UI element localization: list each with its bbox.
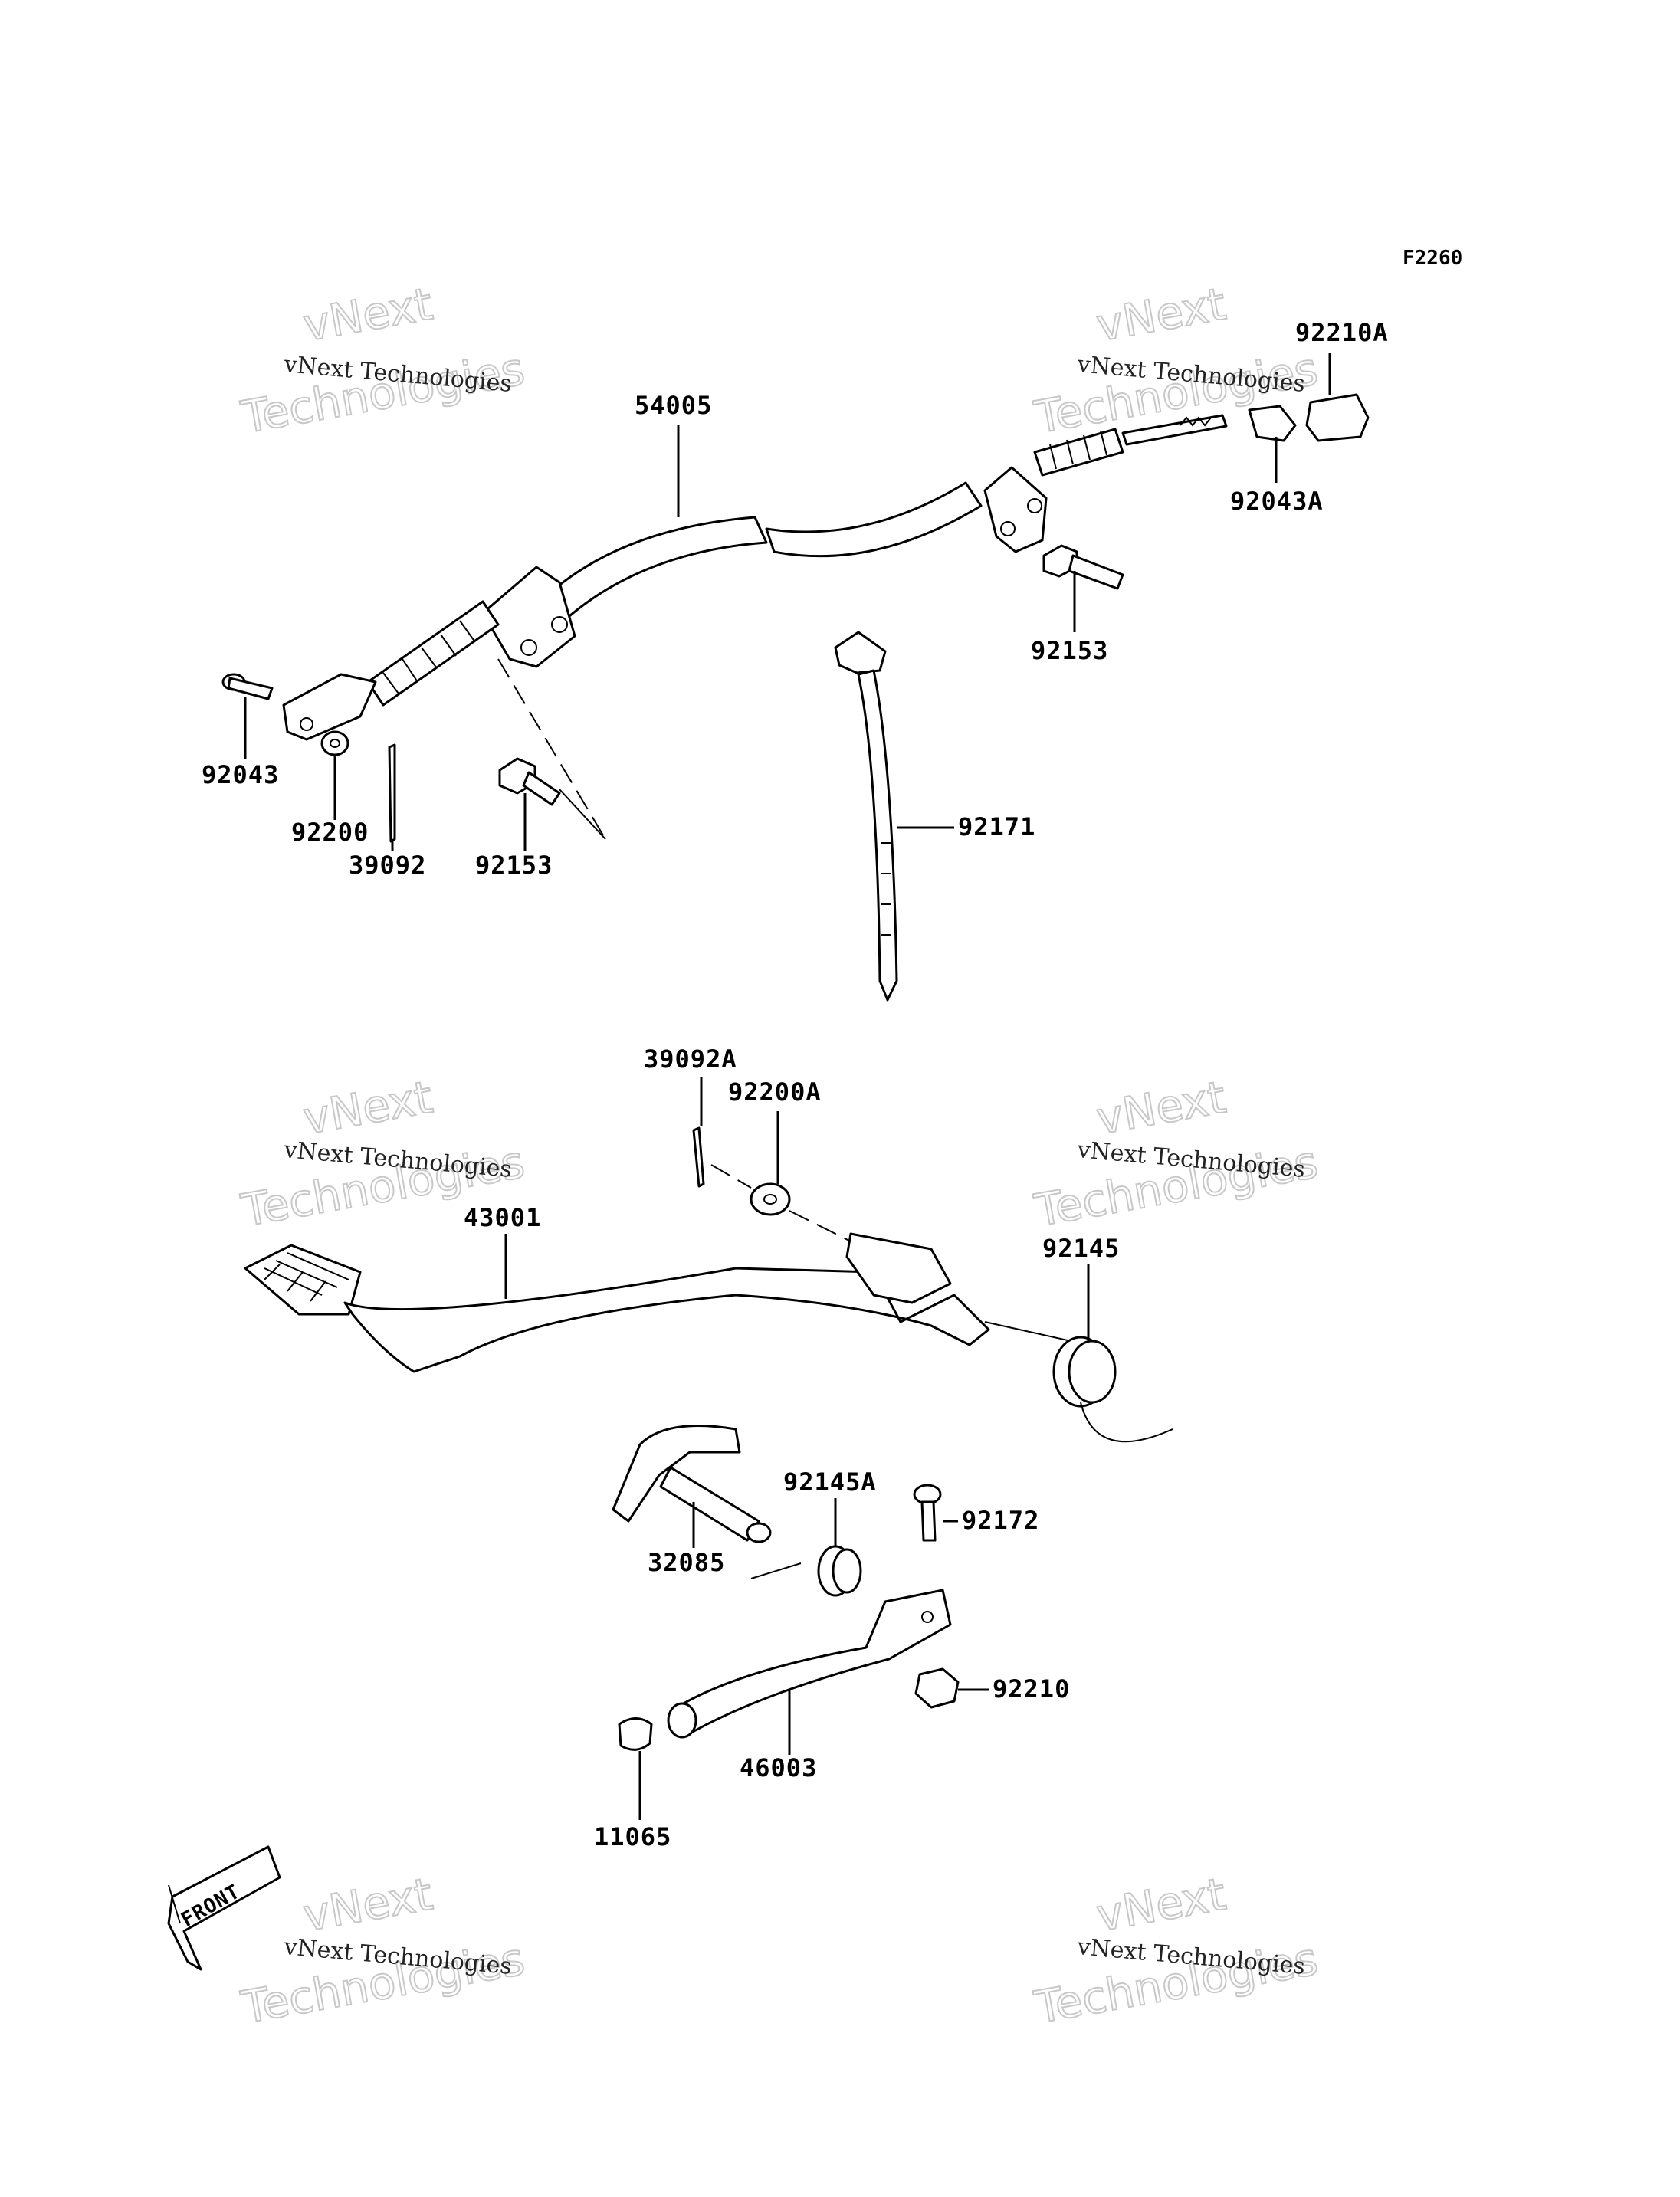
washer-92200A	[750, 1182, 791, 1216]
pin-92043	[221, 673, 274, 700]
label-39092: 39092	[349, 851, 426, 880]
label-32085: 32085	[648, 1548, 725, 1577]
label-92200: 92200	[291, 818, 369, 847]
label-39092A: 39092A	[644, 1044, 737, 1074]
watermark-vnext: vNext	[1093, 1071, 1230, 1144]
label-92043A: 92043A	[1230, 487, 1324, 516]
cap-11065	[618, 1717, 653, 1751]
label-11065: 11065	[594, 1822, 671, 1851]
watermark-vnext: vNext	[1093, 277, 1230, 351]
brake-cable-54005	[282, 414, 1228, 741]
watermark-bottom-right: vNext Technologies vNext Technologies	[1030, 1867, 1323, 2035]
label-92200A: 92200A	[728, 1077, 822, 1107]
watermark-top-left: vNext Technologies vNext Technologies	[237, 277, 530, 444]
nut-92210	[914, 1667, 960, 1709]
spring-92145A	[750, 1545, 862, 1597]
label-43001: 43001	[464, 1203, 541, 1232]
leader-lines	[244, 353, 1331, 1820]
label-92171: 92171	[958, 812, 1035, 841]
label-92153-upper: 92153	[1031, 636, 1108, 665]
watermark-vnext: vNext	[300, 277, 437, 351]
watermark-bottom-left: vNext Technologies vNext Technologies	[237, 1867, 530, 2035]
bolt-92153-upper	[1042, 544, 1124, 590]
label-92210: 92210	[993, 1674, 1070, 1703]
watermark-vnext: vNext	[1093, 1867, 1230, 1941]
cotter-pin-39092	[388, 743, 396, 843]
label-92172: 92172	[962, 1506, 1039, 1535]
label-92153-lower: 92153	[475, 851, 553, 880]
label-54005: 54005	[635, 391, 712, 420]
pin-92043A	[1248, 405, 1297, 442]
nut-92210A	[1305, 393, 1370, 442]
spring-92145	[984, 1321, 1173, 1443]
shaft-32085	[612, 1425, 772, 1543]
watermark-mid-right: vNext Technologies vNext Technologies	[1030, 1070, 1323, 1238]
brake-pedal-43001	[244, 1232, 990, 1373]
screw-92172	[913, 1484, 942, 1542]
label-46003: 46003	[740, 1753, 817, 1782]
cotter-pin-39092A	[692, 1126, 705, 1188]
watermark-mid-left: vNext Technologies vNext Technologies	[237, 1070, 530, 1238]
part-labels: 54005 92210A 92043A 92153 92043 92200 39…	[202, 318, 1389, 1851]
lever-46003	[667, 1589, 952, 1739]
cable-tie-92171	[834, 631, 898, 1002]
bolt-92153-lower	[498, 757, 561, 806]
figure-code: F2260	[1403, 247, 1462, 270]
label-92043: 92043	[202, 760, 279, 789]
label-92145: 92145	[1042, 1234, 1120, 1263]
front-direction-badge: FRONT	[167, 1845, 281, 1971]
watermark-vnext: vNext	[300, 1867, 437, 1941]
watermark-vnext: vNext	[300, 1071, 437, 1144]
label-92145A: 92145A	[783, 1467, 877, 1497]
washer-92200	[320, 730, 349, 756]
label-92210A: 92210A	[1295, 318, 1389, 347]
